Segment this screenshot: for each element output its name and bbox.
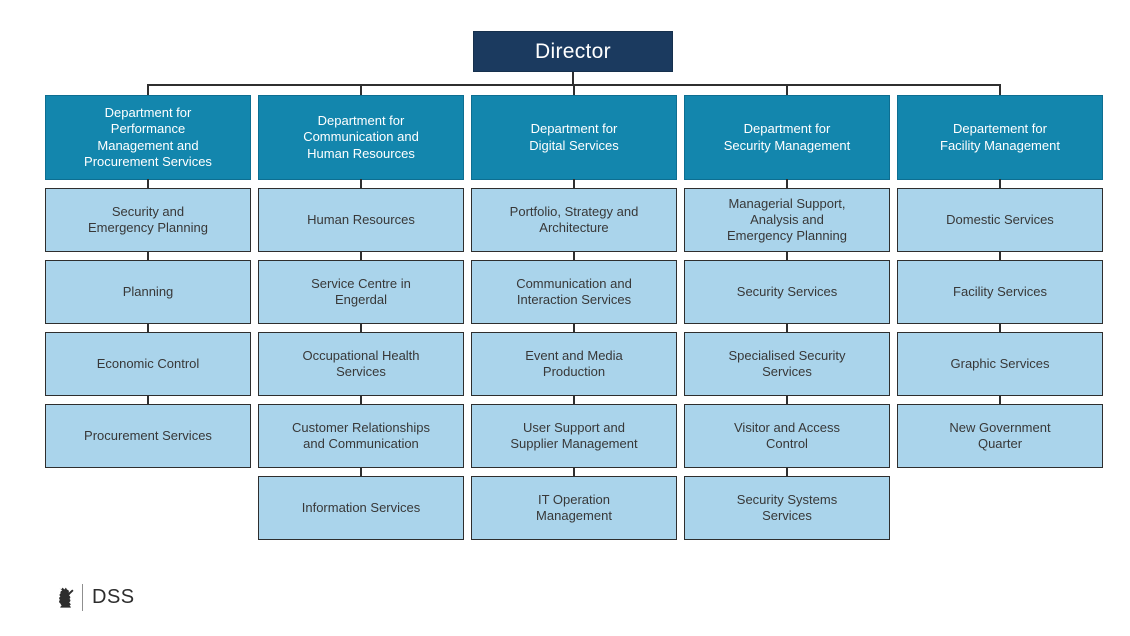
director-label: Director bbox=[535, 39, 611, 63]
norwegian-lion-crest-icon bbox=[55, 585, 75, 611]
unit-box: Specialised Security Services bbox=[684, 323, 890, 396]
unit-label: IT Operation Management bbox=[536, 491, 612, 523]
unit-box: Economic Control bbox=[45, 323, 251, 396]
department-label: Department for Communication and Human R… bbox=[303, 113, 419, 161]
unit-box: Managerial Support, Analysis and Emergen… bbox=[684, 179, 890, 252]
unit-label: Specialised Security Services bbox=[728, 347, 846, 379]
unit-box: IT Operation Management bbox=[471, 467, 677, 540]
department-columns: Department for Performance Management an… bbox=[45, 95, 1103, 540]
unit-box: New Government Quarter bbox=[897, 395, 1103, 468]
department-label: Department for Digital Services bbox=[529, 121, 619, 153]
unit-label: Facility Services bbox=[953, 283, 1047, 299]
department-box: Departement for Facility Management bbox=[897, 95, 1103, 180]
unit-label: Event and Media Production bbox=[525, 347, 623, 379]
connector-line bbox=[147, 84, 149, 95]
unit-label: Visitor and Access Control bbox=[734, 419, 840, 451]
unit-label: Security Services bbox=[736, 283, 838, 299]
unit-label: Service Centre in Engerdal bbox=[311, 275, 411, 307]
unit-label: User Support and Supplier Management bbox=[510, 419, 638, 451]
connector-line bbox=[148, 84, 1000, 86]
org-column: Department for Performance Management an… bbox=[45, 95, 251, 540]
unit-label: Human Resources bbox=[307, 211, 415, 227]
unit-label: Domestic Services bbox=[946, 211, 1054, 227]
unit-box: Event and Media Production bbox=[471, 323, 677, 396]
director-box: Director bbox=[473, 31, 673, 72]
unit-box: Portfolio, Strategy and Architecture bbox=[471, 179, 677, 252]
department-box: Department for Security Management bbox=[684, 95, 890, 180]
unit-box: Graphic Services bbox=[897, 323, 1103, 396]
unit-label: Customer Relationships and Communication bbox=[291, 419, 430, 451]
unit-box: User Support and Supplier Management bbox=[471, 395, 677, 468]
unit-box: Customer Relationships and Communication bbox=[258, 395, 464, 468]
org-column: Department for Communication and Human R… bbox=[258, 95, 464, 540]
logo-divider bbox=[82, 584, 83, 611]
department-box: Department for Communication and Human R… bbox=[258, 95, 464, 180]
unit-label: Security Systems Services bbox=[736, 491, 838, 523]
department-label: Department for Security Management bbox=[723, 121, 851, 153]
connector-line bbox=[572, 72, 574, 84]
connector-line bbox=[573, 84, 575, 95]
unit-box: Procurement Services bbox=[45, 395, 251, 468]
connector-line bbox=[786, 84, 788, 95]
department-label: Departement for Facility Management bbox=[940, 121, 1060, 153]
unit-label: Economic Control bbox=[96, 355, 200, 371]
unit-box: Domestic Services bbox=[897, 179, 1103, 252]
unit-box: Security Systems Services bbox=[684, 467, 890, 540]
unit-box: Facility Services bbox=[897, 251, 1103, 324]
unit-label: Managerial Support, Analysis and Emergen… bbox=[727, 195, 847, 244]
unit-box: Visitor and Access Control bbox=[684, 395, 890, 468]
unit-label: Occupational Health Services bbox=[302, 347, 420, 379]
connector-line bbox=[360, 84, 362, 95]
unit-label: Planning bbox=[122, 283, 174, 299]
dss-logo: DSS bbox=[55, 584, 135, 611]
unit-box: Security Services bbox=[684, 251, 890, 324]
unit-box: Information Services bbox=[258, 467, 464, 540]
connector-line bbox=[999, 84, 1001, 95]
unit-label: Graphic Services bbox=[950, 355, 1050, 371]
unit-label: Security and Emergency Planning bbox=[88, 203, 208, 235]
unit-box: Human Resources bbox=[258, 179, 464, 252]
unit-box: Service Centre in Engerdal bbox=[258, 251, 464, 324]
unit-box: Security and Emergency Planning bbox=[45, 179, 251, 252]
unit-label: Procurement Services bbox=[84, 427, 212, 443]
unit-box: Planning bbox=[45, 251, 251, 324]
unit-label: Information Services bbox=[301, 499, 421, 515]
logo-text: DSS bbox=[92, 586, 135, 608]
unit-label: Portfolio, Strategy and Architecture bbox=[509, 203, 639, 235]
unit-box: Communication and Interaction Services bbox=[471, 251, 677, 324]
unit-label: Communication and Interaction Services bbox=[516, 275, 632, 307]
department-label: Department for Performance Management an… bbox=[84, 105, 212, 169]
unit-box: Occupational Health Services bbox=[258, 323, 464, 396]
unit-label: New Government Quarter bbox=[949, 419, 1051, 451]
department-box: Department for Performance Management an… bbox=[45, 95, 251, 180]
department-box: Department for Digital Services bbox=[471, 95, 677, 180]
